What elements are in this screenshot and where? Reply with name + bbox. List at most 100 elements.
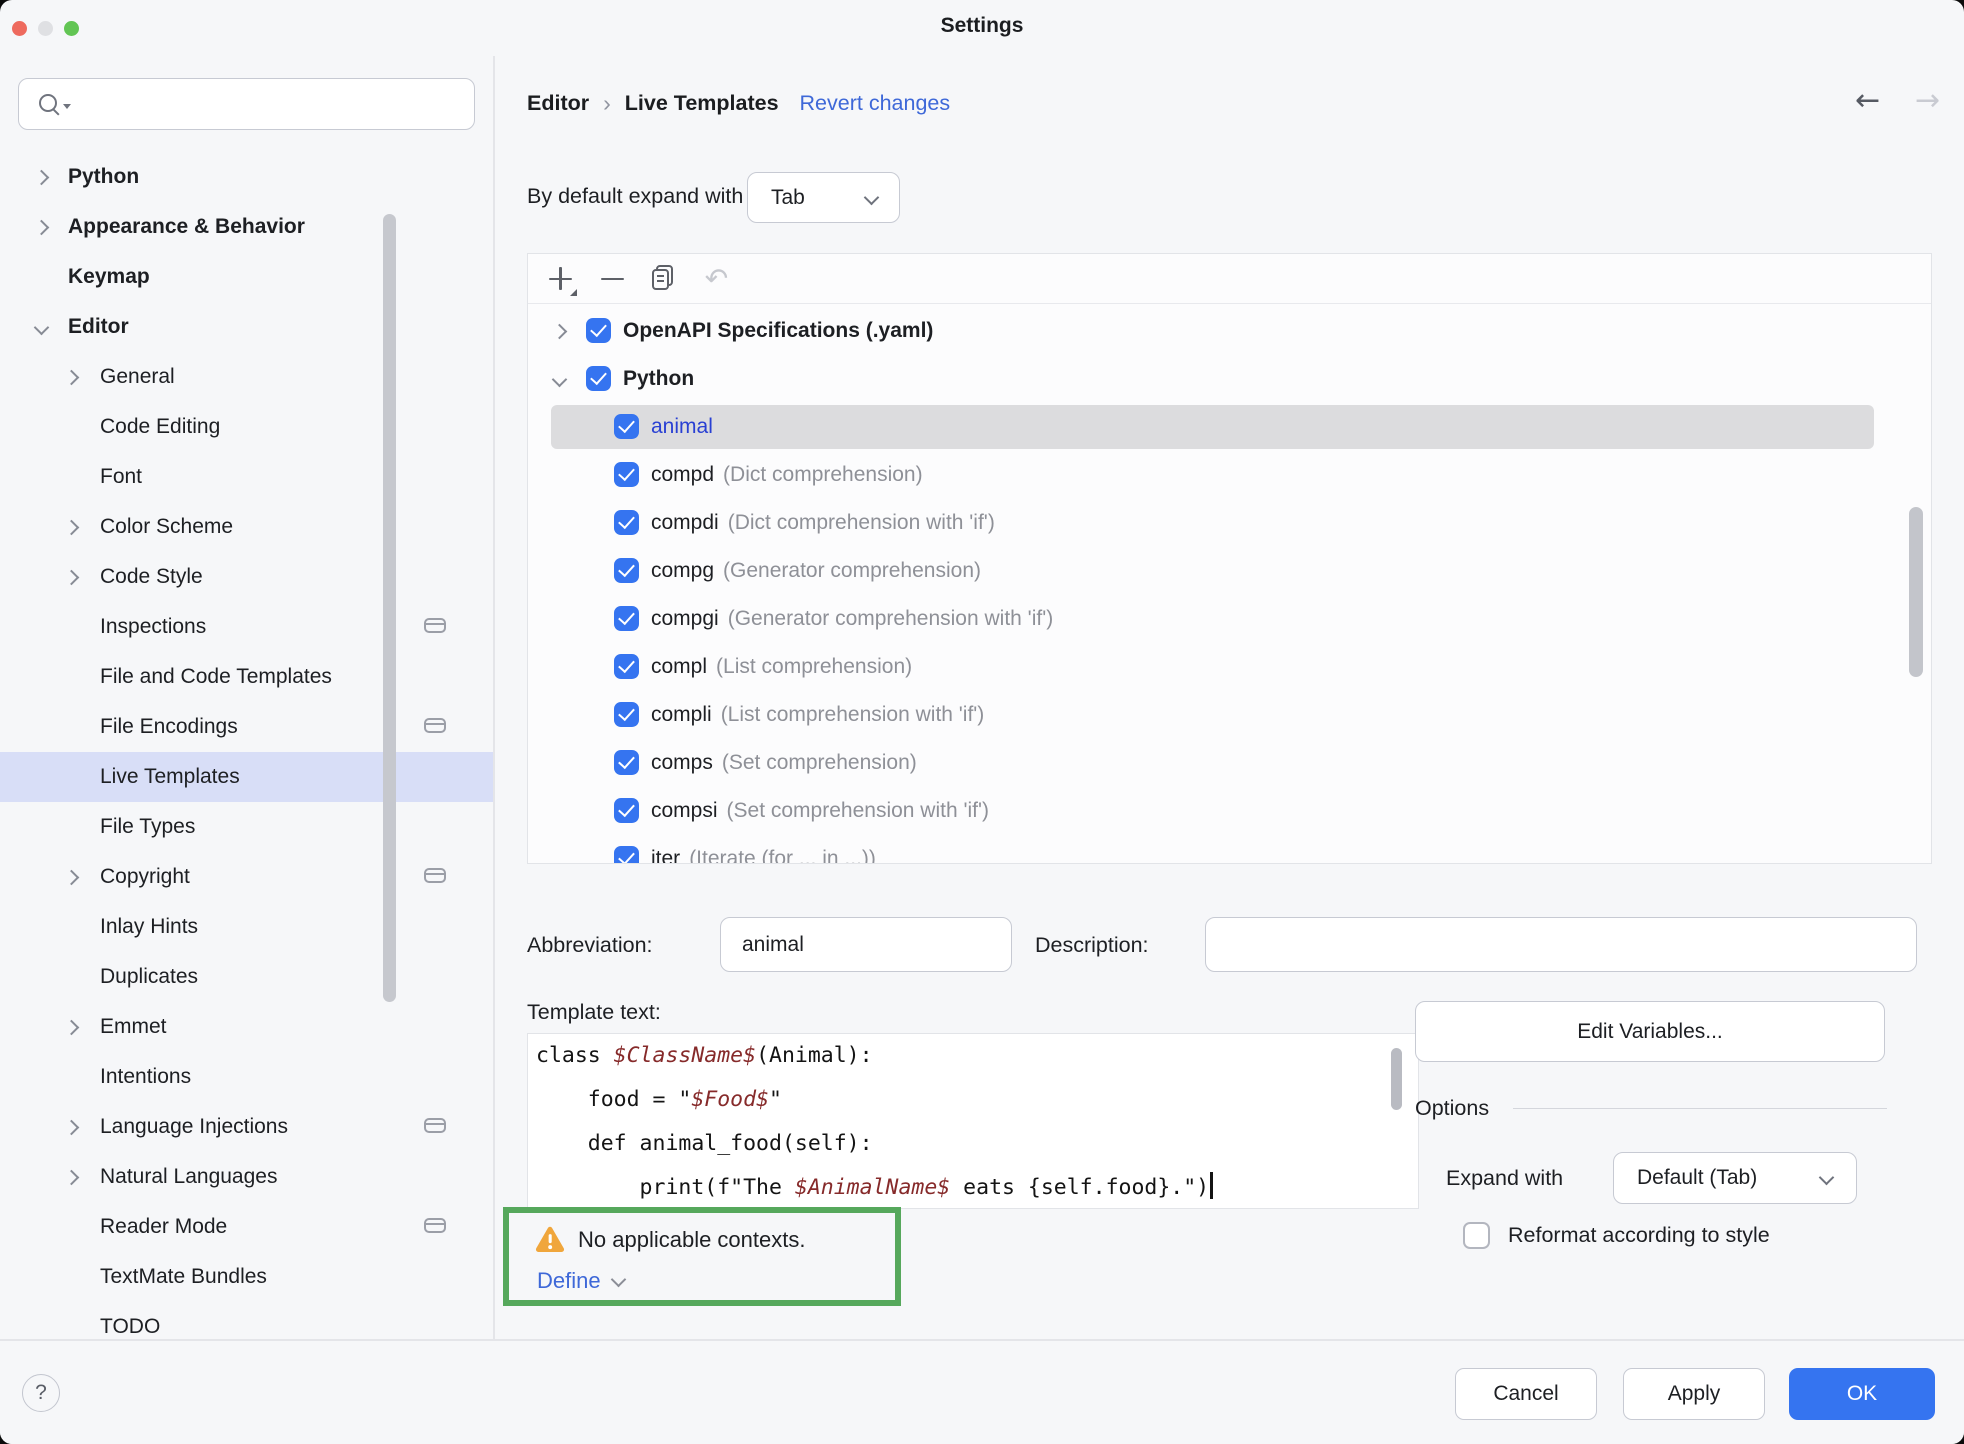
chevron-right-icon[interactable] <box>63 569 80 585</box>
checked-checkbox[interactable] <box>614 510 639 535</box>
template-row-compgi[interactable]: compgi(Generator comprehension with 'if'… <box>528 595 1931 643</box>
back-arrow-icon[interactable]: ← <box>1855 83 1881 118</box>
zoom-window-icon[interactable] <box>64 21 79 36</box>
sidebar-item-reader-mode[interactable]: Reader Mode <box>0 1202 493 1252</box>
sidebar-item-appearance-behavior[interactable]: Appearance & Behavior <box>0 202 493 252</box>
sidebar-item-python[interactable]: Python <box>0 152 493 202</box>
code-scrollbar[interactable] <box>1391 1048 1402 1110</box>
apply-button[interactable]: Apply <box>1623 1368 1765 1420</box>
sidebar-item-editor[interactable]: Editor <box>0 302 493 352</box>
checked-checkbox[interactable] <box>614 846 639 863</box>
checked-checkbox[interactable] <box>614 702 639 727</box>
checked-checkbox[interactable] <box>614 798 639 823</box>
no-contexts-annotation: No applicable contexts. Define <box>503 1207 901 1306</box>
abbreviation-value: animal <box>742 932 804 956</box>
template-list-toolbar: ↶ <box>528 254 1931 304</box>
search-input[interactable] <box>18 78 475 130</box>
template-row-compg[interactable]: compg(Generator comprehension) <box>528 547 1931 595</box>
template-row-compd[interactable]: compd(Dict comprehension) <box>528 451 1931 499</box>
chevron-right-icon[interactable] <box>63 869 80 885</box>
default-expand-select[interactable]: Tab <box>747 172 900 223</box>
checked-checkbox[interactable] <box>614 606 639 631</box>
sidebar-item-file-and-code-templates[interactable]: File and Code Templates <box>0 652 493 702</box>
sidebar-item-live-templates[interactable]: Live Templates <box>0 752 493 802</box>
chevron-down-icon[interactable] <box>551 371 568 387</box>
minimize-window-icon[interactable] <box>38 21 53 36</box>
abbreviation-field[interactable]: animal <box>720 917 1012 972</box>
template-row-iter[interactable]: iter(Iterate (for ... in ...)) <box>528 835 1931 863</box>
expand-with-select[interactable]: Default (Tab) <box>1613 1152 1857 1204</box>
sidebar-item-code-editing[interactable]: Code Editing <box>0 402 493 452</box>
checked-checkbox[interactable] <box>614 654 639 679</box>
chevron-right-icon[interactable] <box>63 519 80 535</box>
sidebar-item-font[interactable]: Font <box>0 452 493 502</box>
checked-checkbox[interactable] <box>586 318 611 343</box>
help-button[interactable]: ? <box>22 1374 60 1412</box>
sidebar-item-general[interactable]: General <box>0 352 493 402</box>
template-row-animal[interactable]: animal <box>528 403 1931 451</box>
chevron-right-icon[interactable] <box>63 1169 80 1185</box>
breadcrumb-editor[interactable]: Editor <box>527 90 590 115</box>
sidebar-item-label: Duplicates <box>100 965 199 988</box>
description-field[interactable] <box>1205 917 1917 972</box>
sidebar-item-label: Appearance & Behavior <box>68 215 305 238</box>
cancel-button[interactable]: Cancel <box>1455 1368 1597 1420</box>
chevron-right-icon[interactable] <box>33 219 50 235</box>
breadcrumb: Editor › Live Templates Revert changes <box>527 89 950 117</box>
template-row-compl[interactable]: compl(List comprehension) <box>528 643 1931 691</box>
sidebar-item-todo[interactable]: TODO <box>0 1302 493 1341</box>
checked-checkbox[interactable] <box>614 750 639 775</box>
sidebar-item-inspections[interactable]: Inspections <box>0 602 493 652</box>
sidebar-item-copyright[interactable]: Copyright <box>0 852 493 902</box>
template-row-compli[interactable]: compli(List comprehension with 'if') <box>528 691 1931 739</box>
sidebar-scrollbar[interactable] <box>383 214 396 1002</box>
chevron-right-icon[interactable] <box>33 169 50 185</box>
default-expand-value: Tab <box>771 185 805 209</box>
revert-changes-link[interactable]: Revert changes <box>799 90 951 115</box>
edit-variables-button[interactable]: Edit Variables... <box>1415 1001 1885 1062</box>
sidebar-item-keymap[interactable]: Keymap <box>0 252 493 302</box>
checked-checkbox[interactable] <box>586 366 611 391</box>
template-row-comps[interactable]: comps(Set comprehension) <box>528 739 1931 787</box>
sidebar-item-textmate-bundles[interactable]: TextMate Bundles <box>0 1252 493 1302</box>
checked-checkbox[interactable] <box>614 558 639 583</box>
chevron-right-icon[interactable] <box>551 323 568 339</box>
sidebar-item-language-injections[interactable]: Language Injections <box>0 1102 493 1152</box>
sidebar-item-intentions[interactable]: Intentions <box>0 1052 493 1102</box>
checked-checkbox[interactable] <box>614 414 639 439</box>
sidebar-item-inlay-hints[interactable]: Inlay Hints <box>0 902 493 952</box>
template-list-scrollbar[interactable] <box>1909 507 1923 677</box>
sidebar-item-file-types[interactable]: File Types <box>0 802 493 852</box>
chevron-right-icon[interactable] <box>63 1119 80 1135</box>
sidebar-item-code-style[interactable]: Code Style <box>0 552 493 602</box>
sidebar-item-label: Code Editing <box>100 415 221 438</box>
template-row-compdi[interactable]: compdi(Dict comprehension with 'if') <box>528 499 1931 547</box>
sidebar-item-color-scheme[interactable]: Color Scheme <box>0 502 493 552</box>
chevron-right-icon[interactable] <box>63 1019 80 1035</box>
chevron-down-icon[interactable] <box>610 1271 626 1287</box>
template-row-openapi-specifications-yaml[interactable]: OpenAPI Specifications (.yaml) <box>528 307 1931 355</box>
reformat-checkbox[interactable] <box>1463 1222 1490 1249</box>
duplicate-icon[interactable] <box>645 259 684 298</box>
template-row-compsi[interactable]: compsi(Set comprehension with 'if') <box>528 787 1931 835</box>
template-text-editor[interactable]: class $ClassName$(Animal): food = "$Food… <box>527 1033 1419 1209</box>
sidebar-item-natural-languages[interactable]: Natural Languages <box>0 1152 493 1202</box>
chevron-down-icon[interactable] <box>33 319 50 335</box>
expand-with-value: Default (Tab) <box>1637 1166 1758 1189</box>
sidebar-item-emmet[interactable]: Emmet <box>0 1002 493 1052</box>
add-icon[interactable] <box>541 259 580 298</box>
sidebar-item-file-encodings[interactable]: File Encodings <box>0 702 493 752</box>
window-icon <box>424 1118 446 1133</box>
checked-checkbox[interactable] <box>614 462 639 487</box>
search-options-chevron-icon[interactable] <box>63 104 71 109</box>
chevron-right-icon[interactable] <box>63 369 80 385</box>
close-window-icon[interactable] <box>12 21 27 36</box>
define-contexts-link[interactable]: Define <box>537 1268 601 1293</box>
sidebar-item-duplicates[interactable]: Duplicates <box>0 952 493 1002</box>
window-icon <box>424 868 446 883</box>
template-row-python[interactable]: Python <box>528 355 1931 403</box>
sidebar-item-label: Editor <box>68 315 129 338</box>
remove-icon[interactable] <box>593 259 632 298</box>
ok-button[interactable]: OK <box>1789 1368 1935 1420</box>
